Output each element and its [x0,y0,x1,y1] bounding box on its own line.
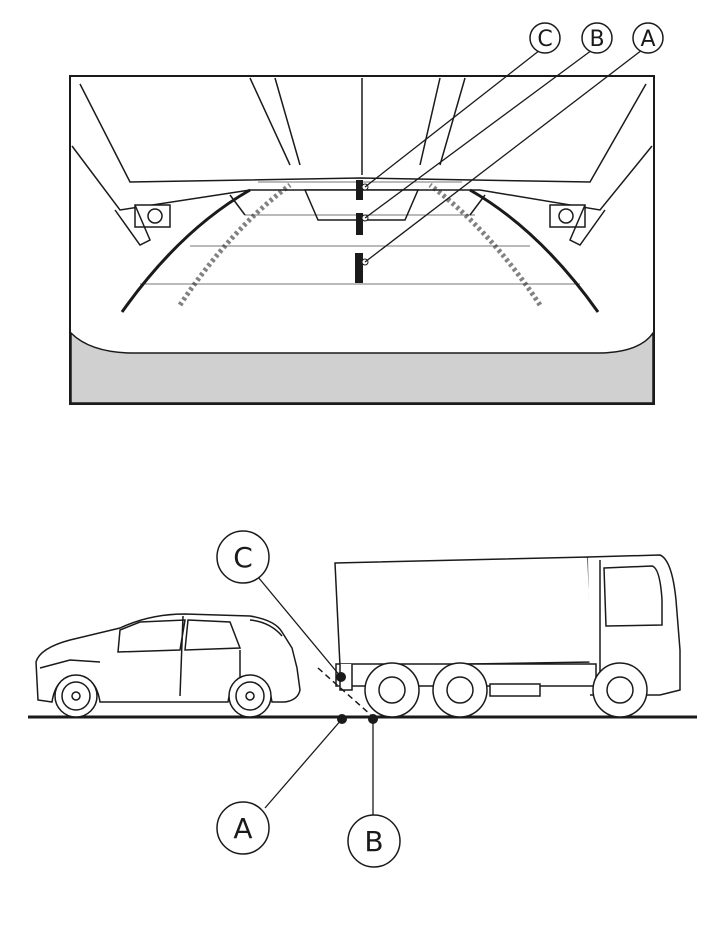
side-view: C A B [28,530,697,868]
svg-text:A: A [640,27,655,52]
svg-text:B: B [589,27,604,52]
bumper-area [70,330,654,404]
camera-display: C B A [69,22,664,405]
side-callout-c: C [216,530,270,584]
side-callout-a: A [216,801,270,855]
top-callout-c: C [529,22,561,54]
leader-a [264,718,343,809]
svg-text:B: B [364,825,383,858]
top-callout-a: A [632,22,664,54]
suv [35,613,301,718]
svg-text:A: A [233,812,252,845]
truck-rear-view [71,77,653,246]
svg-text:C: C [233,541,253,574]
top-callout-b: B [581,22,613,54]
mark-b [356,213,363,235]
leader-c [257,576,342,678]
mark-a [355,253,363,283]
mark-c [356,180,363,200]
sight-line [317,667,373,717]
svg-text:C: C [537,27,552,52]
side-callout-b: B [347,814,401,868]
top-leader-lines [364,49,643,263]
truck [334,554,681,718]
guide-lines [120,181,600,313]
